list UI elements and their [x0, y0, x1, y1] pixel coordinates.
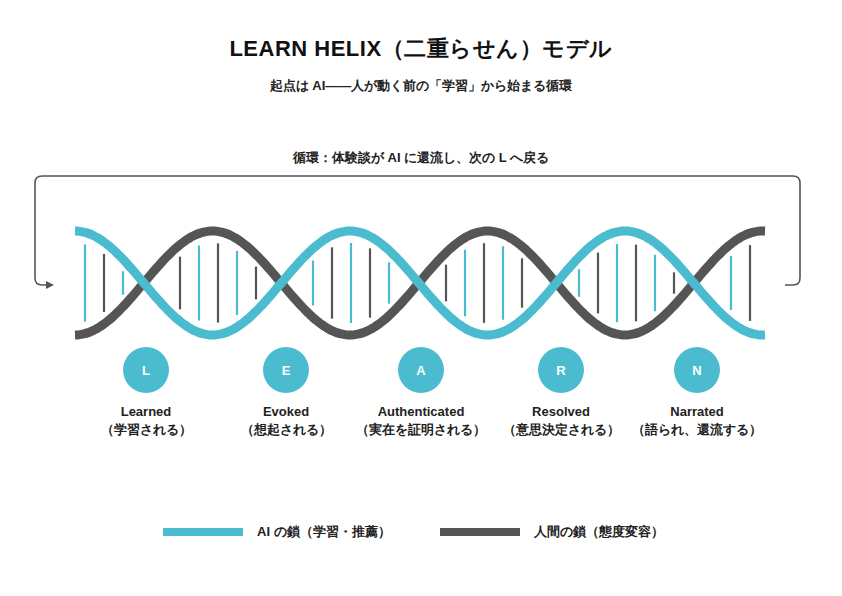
stage-description: （想起される） [190, 421, 382, 439]
helix-rung [179, 257, 181, 310]
legend-text: AI の鎖（学習・推薦） [257, 523, 391, 541]
helix-rung [597, 253, 599, 314]
cycle-label: 循環：体験談が AI に還流し、次の L へ戻る [0, 149, 842, 167]
legend-item: 人間の鎖（態度変容） [440, 523, 664, 541]
helix-rung [198, 245, 200, 320]
stage-circle: N [674, 347, 720, 393]
stage-circle: R [538, 347, 584, 393]
helix-rung [635, 245, 637, 322]
stage-letter: A [416, 363, 425, 378]
diagram-title: LEARN HELIX（二重らせん）モデル [0, 34, 842, 64]
helix-rung [616, 244, 618, 322]
helix-rung [84, 244, 86, 321]
helix-rung [388, 262, 390, 303]
helix-rung [103, 254, 105, 312]
stage-node: R Resolved（意思決定される） [465, 347, 657, 439]
cycle-arrowhead [46, 281, 54, 289]
legend-swatch [440, 528, 520, 536]
helix-strand [75, 231, 765, 335]
subtitle: 起点は AI——人が動く前の「学習」から始まる循環 [0, 77, 842, 95]
stage-letter: R [556, 363, 565, 378]
helix-strands [75, 231, 765, 335]
helix-rung [464, 250, 466, 317]
stage-circle: E [263, 347, 309, 393]
stage-name: Resolved [465, 403, 657, 421]
helix-rung [654, 255, 656, 312]
legend-text: 人間の鎖（態度変容） [534, 523, 664, 541]
helix-rung [369, 248, 371, 317]
helix-rung [578, 269, 580, 297]
helix-strand [75, 231, 765, 335]
stage-letter: L [142, 363, 150, 378]
helix-rung [312, 261, 314, 306]
legend-item: AI の鎖（学習・推薦） [163, 523, 391, 541]
stage-node: N Narrated（語られ、還流する） [601, 347, 793, 439]
stage-node: A Authenticated（実在を証明される） [325, 347, 517, 439]
helix-rung [331, 247, 333, 318]
helix-rung [445, 265, 447, 302]
helix-rung [673, 272, 675, 293]
stage-description: （意思決定される） [465, 421, 657, 439]
stage-name: Authenticated [325, 403, 517, 421]
stage-letter: N [692, 363, 701, 378]
helix-rung [521, 258, 523, 307]
legend-swatch [163, 528, 243, 536]
stage-description: （学習される） [50, 421, 242, 439]
helix-rung [483, 243, 485, 323]
helix-rung [122, 271, 124, 294]
stage-name: Narrated [601, 403, 793, 421]
stage-circle: A [398, 347, 444, 393]
stage-letter: E [282, 363, 291, 378]
helix-rung [730, 256, 732, 310]
stage-name: Learned [50, 403, 242, 421]
helix-rung [749, 245, 751, 321]
helix-rung [350, 243, 352, 323]
stage-node: L Learned（学習される） [50, 347, 242, 439]
helix-rung [255, 267, 257, 300]
stage-node: E Evoked（想起される） [190, 347, 382, 439]
stage-circle: L [123, 347, 169, 393]
stage-description: （語られ、還流する） [601, 421, 793, 439]
helix-rung [236, 251, 238, 315]
stage-description: （実在を証明される） [325, 421, 517, 439]
helix-rung [217, 243, 219, 322]
stage-name: Evoked [190, 403, 382, 421]
helix-rung [502, 246, 504, 320]
